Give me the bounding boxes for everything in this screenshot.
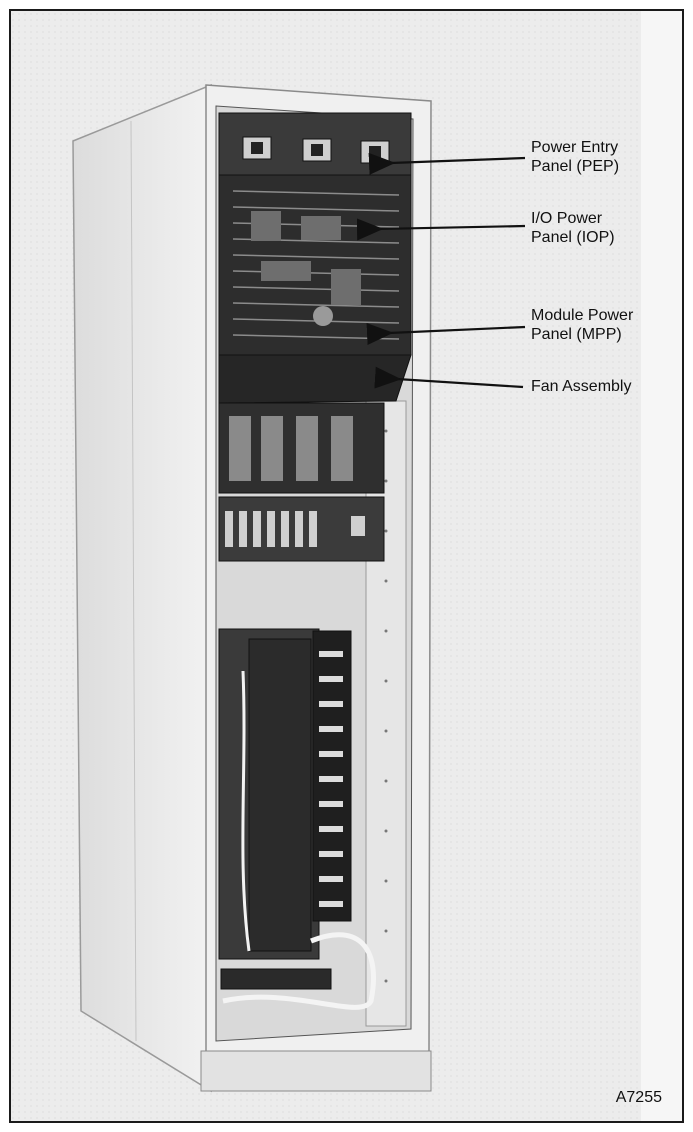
iop-arrow <box>356 218 526 241</box>
callout-pep: Power Entry Panel (PEP) <box>531 138 619 176</box>
fan-assembly <box>218 354 412 404</box>
terminal-blocks <box>225 511 365 547</box>
cabinet-illustration <box>11 11 682 1121</box>
upper-cards <box>229 416 353 481</box>
callout-pep-line1: Power Entry <box>531 139 619 156</box>
figure-id: A7255 <box>615 1089 662 1106</box>
rail-holes <box>384 429 388 983</box>
side-panel-seam <box>130 120 137 1042</box>
cable-duct <box>248 638 312 952</box>
power-panels-block <box>218 174 412 356</box>
floor-cable <box>222 932 376 1010</box>
callout-iop: I/O Power Panel (IOP) <box>531 209 615 247</box>
figure-frame: Power Entry Panel (PEP) I/O Power Panel … <box>9 9 684 1123</box>
fan-arrow <box>374 366 524 389</box>
wiring-harness <box>241 670 251 952</box>
cabinet-base <box>200 1050 432 1092</box>
mpp-arrow <box>366 322 526 345</box>
background-light-strip <box>641 11 682 1121</box>
pep-breakers <box>242 136 390 164</box>
callout-pep-line2: Panel (PEP) <box>531 158 620 175</box>
callout-mpp: Module Power Panel (MPP) <box>531 306 633 344</box>
right-inner-rail <box>365 400 407 1027</box>
callout-fan-line1: Fan Assembly <box>531 378 632 395</box>
cabinet-side-panel <box>72 83 212 1093</box>
callout-mpp-line1: Module Power <box>531 307 634 324</box>
callout-iop-line1: I/O Power <box>531 210 603 227</box>
bottom-bracket <box>220 968 332 990</box>
pep-arrow <box>368 152 526 175</box>
terminal-column-slots <box>319 651 343 907</box>
callout-fan: Fan Assembly <box>531 377 631 396</box>
power-panel-components <box>251 211 361 326</box>
callout-mpp-line2: Panel (MPP) <box>531 326 622 343</box>
callout-iop-line2: Panel (IOP) <box>531 229 615 246</box>
